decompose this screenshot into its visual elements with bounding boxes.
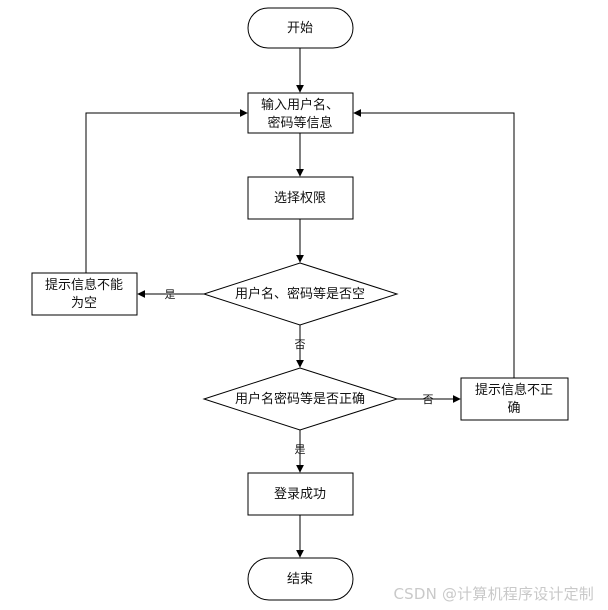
success-label: 登录成功 (274, 487, 326, 502)
valid-check-label: 用户名密码等是否正确 (235, 391, 365, 407)
edge-label-valid-yes: 是 (295, 443, 306, 456)
watermark-text: CSDN @计算机程序设计定制 (393, 585, 594, 603)
start-terminal: 开始 (247, 7, 354, 49)
invalid-message-process: 提示信息不正 确 (460, 377, 569, 421)
empty-msg-line2: 为空 (71, 296, 97, 311)
input-process: 输入用户名、 密码等信息 (247, 92, 354, 134)
select-permission-process: 选择权限 (247, 176, 354, 220)
empty-check-label: 用户名、密码等是否空 (235, 286, 365, 302)
valid-check-decision: 用户名密码等是否正确 (202, 367, 399, 431)
edge-label-valid-no: 否 (423, 393, 434, 406)
input-label-line2: 密码等信息 (267, 115, 332, 131)
success-process: 登录成功 (247, 472, 354, 516)
edge-label-empty-no: 否 (295, 338, 306, 351)
edge-invalid-msg-back-to-input (353, 109, 515, 378)
select-label: 选择权限 (274, 190, 326, 206)
start-label: 开始 (287, 21, 313, 36)
edge-label-empty-yes: 是 (165, 288, 176, 301)
empty-msg-line1: 提示信息不能 (45, 277, 123, 293)
edge-empty-msg-back-to-input (85, 109, 248, 273)
end-terminal: 结束 (247, 557, 354, 601)
input-label-line1: 输入用户名、 (261, 97, 339, 113)
empty-check-decision: 用户名、密码等是否空 (202, 262, 399, 326)
invalid-msg-line2: 确 (507, 401, 520, 416)
invalid-msg-line1: 提示信息不正 (475, 382, 553, 398)
end-label: 结束 (287, 572, 313, 587)
empty-message-process: 提示信息不能 为空 (31, 272, 138, 316)
